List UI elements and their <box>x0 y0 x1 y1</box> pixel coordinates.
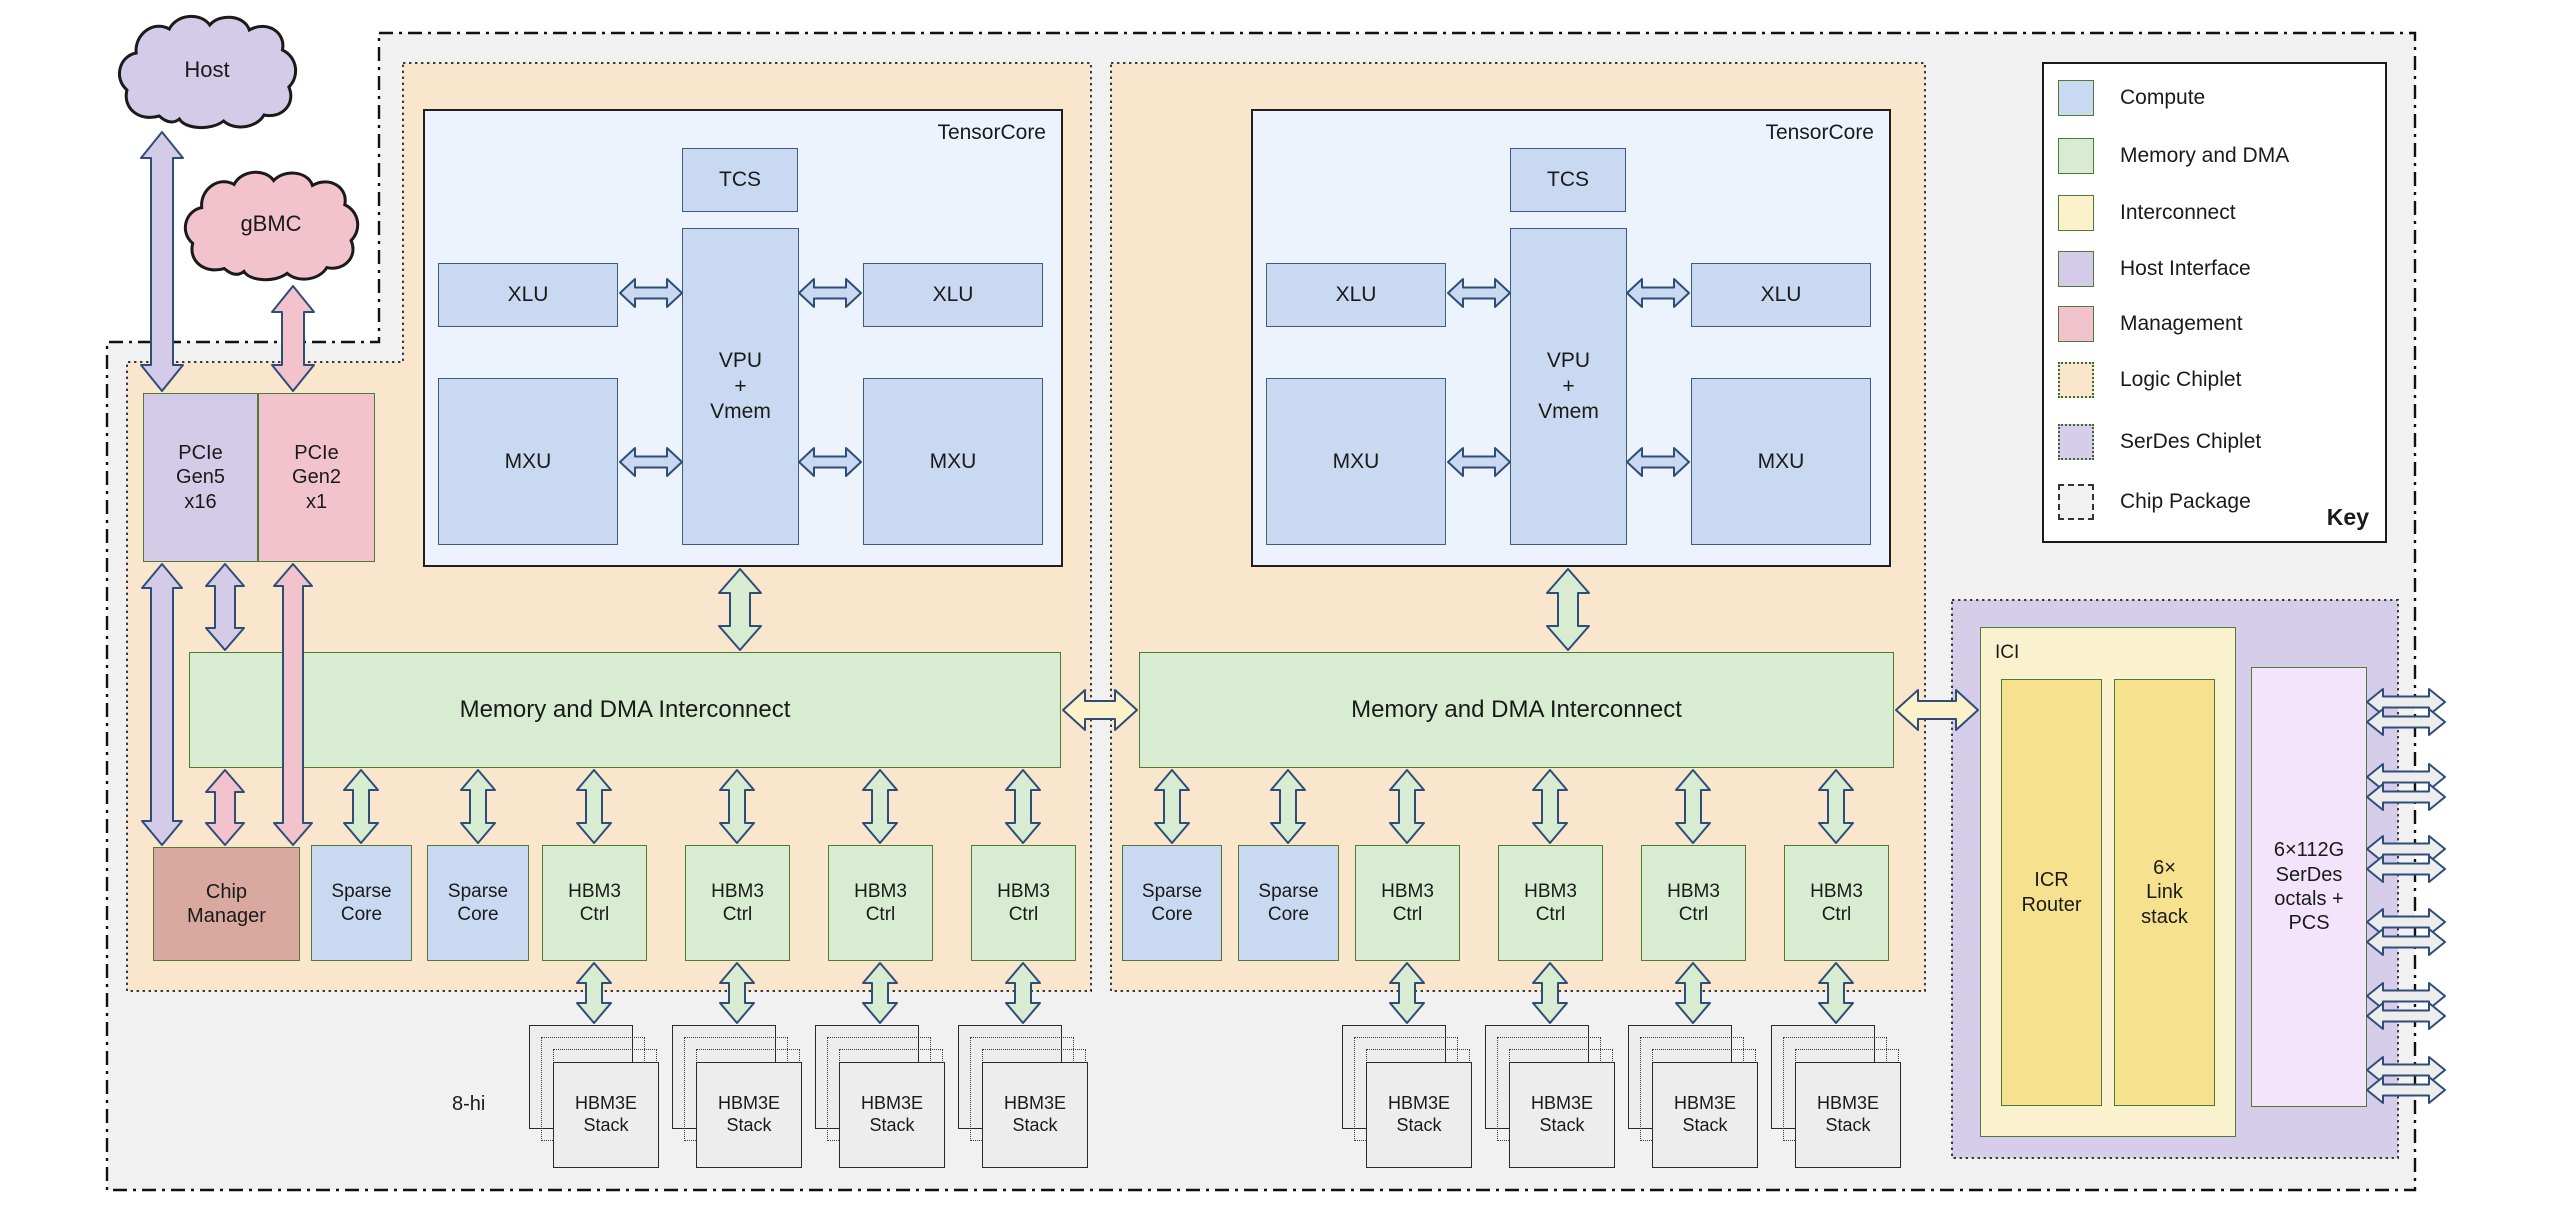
legend-item-interconnect: Interconnect <box>2058 194 2236 231</box>
mxu-block-right-2: MXU <box>1691 378 1871 545</box>
sparse-core-left-2: Sparse Core <box>427 845 529 961</box>
sparse-core-right-1: Sparse Core <box>1122 845 1222 961</box>
hbm3e-stack-right-4: HBM3E Stack <box>1795 1062 1901 1168</box>
gbmc-cloud <box>185 172 357 279</box>
legend-title: Key <box>2326 504 2369 530</box>
host-cloud-label: Host <box>184 57 230 82</box>
tcs-block-right: TCS <box>1510 148 1626 212</box>
legend-item-label: Compute <box>2120 85 2206 109</box>
hbm3-ctrl-left-4: HBM3 Ctrl <box>971 845 1076 961</box>
sparse-core-left-1: Sparse Core <box>311 845 412 961</box>
legend-item-compute: Compute <box>2058 79 2205 116</box>
legend-swatch <box>2058 423 2094 460</box>
legend-item-label: SerDes Chiplet <box>2120 429 2262 453</box>
legend-swatch <box>2058 305 2094 342</box>
legend-item-label: Logic Chiplet <box>2120 367 2242 391</box>
pcie-gen5-block: PCIe Gen5 x16 <box>143 393 258 562</box>
hbm3-ctrl-left-2: HBM3 Ctrl <box>685 845 790 961</box>
legend-item-management: Management <box>2058 305 2243 342</box>
legend-swatch <box>2058 361 2094 398</box>
xlu-block-left-2: XLU <box>863 263 1043 327</box>
tcs-block-left: TCS <box>682 148 798 212</box>
legend-item-chip-package: Chip Package <box>2058 483 2251 520</box>
mxu-block-left-1: MXU <box>438 378 618 545</box>
vpu-vmem-block-right: VPU + Vmem <box>1510 228 1627 545</box>
hbm3e-stack-left-2: HBM3E Stack <box>696 1062 802 1168</box>
legend-swatch <box>2058 483 2094 520</box>
legend-item-label: Management <box>2120 311 2243 335</box>
legend-item-logic-chiplet: Logic Chiplet <box>2058 361 2241 398</box>
vpu-vmem-block-left: VPU + Vmem <box>682 228 799 545</box>
ici-label: ICI <box>1995 642 2020 663</box>
serdes-octals-block: 6×112G SerDes octals + PCS <box>2251 667 2367 1107</box>
host-cloud-shape <box>119 16 295 127</box>
hbm3e-stack-right-1: HBM3E Stack <box>1366 1062 1472 1168</box>
legend-item-label: Host Interface <box>2120 256 2251 280</box>
hbm3e-stack-left-3: HBM3E Stack <box>839 1062 945 1168</box>
hbm3-ctrl-right-4: HBM3 Ctrl <box>1784 845 1889 961</box>
hbm3-ctrl-right-1: HBM3 Ctrl <box>1355 845 1460 961</box>
mxu-block-left-2: MXU <box>863 378 1043 545</box>
link-stack-block: 6× Link stack <box>2114 679 2215 1106</box>
xlu-block-left-1: XLU <box>438 263 618 327</box>
hbm3-ctrl-left-1: HBM3 Ctrl <box>542 845 647 961</box>
xlu-block-right-1: XLU <box>1266 263 1446 327</box>
tensorcore-right-label: TensorCore <box>1765 121 1874 144</box>
memory-dma-interconnect-left: Memory and DMA Interconnect <box>189 652 1061 768</box>
legend-swatch <box>2058 250 2094 287</box>
host-cloud <box>119 16 295 127</box>
hbm3-ctrl-right-2: HBM3 Ctrl <box>1498 845 1603 961</box>
legend-item-label: Interconnect <box>2120 200 2236 224</box>
gbmc-cloud-label: gBMC <box>240 211 302 236</box>
legend-item-label: Chip Package <box>2120 489 2251 513</box>
memory-dma-interconnect-right: Memory and DMA Interconnect <box>1139 652 1894 768</box>
stack-height-label: 8-hi <box>452 1093 486 1115</box>
legend-swatch <box>2058 194 2094 231</box>
legend-item-host-interface: Host Interface <box>2058 250 2251 287</box>
sparse-core-right-2: Sparse Core <box>1238 845 1339 961</box>
legend-item-memory-and-dma: Memory and DMA <box>2058 137 2289 174</box>
gbmc-cloud-shape <box>185 172 357 279</box>
tensorcore-left-label: TensorCore <box>937 121 1046 144</box>
legend-item-serdes-chiplet: SerDes Chiplet <box>2058 423 2261 460</box>
icr-router-block: ICR Router <box>2001 679 2102 1106</box>
hbm3e-stack-left-1: HBM3E Stack <box>553 1062 659 1168</box>
mxu-block-right-1: MXU <box>1266 378 1446 545</box>
hbm3-ctrl-right-3: HBM3 Ctrl <box>1641 845 1746 961</box>
pcie-gen2-block: PCIe Gen2 x1 <box>258 393 375 562</box>
hbm3e-stack-left-4: HBM3E Stack <box>982 1062 1088 1168</box>
legend-item-label: Memory and DMA <box>2120 143 2290 167</box>
hbm3e-stack-right-3: HBM3E Stack <box>1652 1062 1758 1168</box>
chip-manager-block: Chip Manager <box>153 847 300 961</box>
xlu-block-right-2: XLU <box>1691 263 1871 327</box>
hbm3e-stack-right-2: HBM3E Stack <box>1509 1062 1615 1168</box>
legend-swatch <box>2058 79 2094 116</box>
hbm3-ctrl-left-3: HBM3 Ctrl <box>828 845 933 961</box>
legend-swatch <box>2058 137 2094 174</box>
